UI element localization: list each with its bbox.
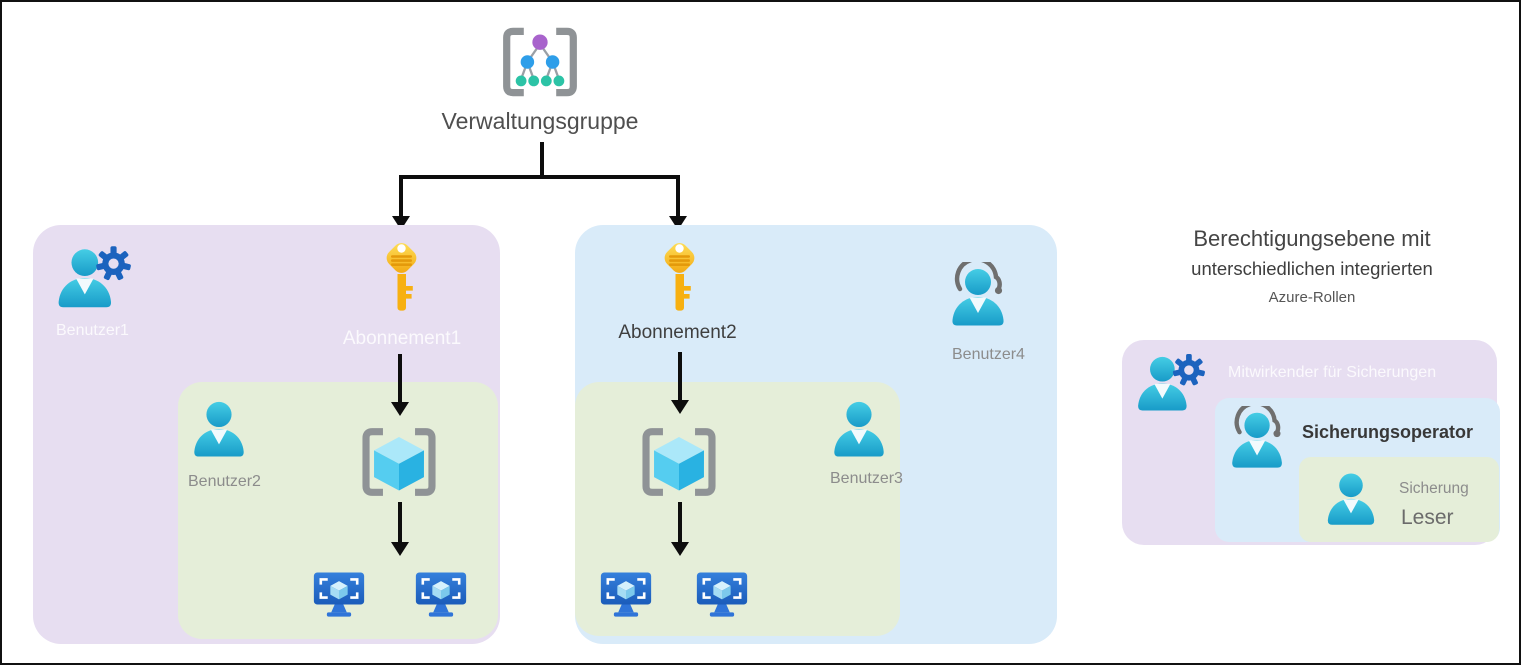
user-headset-icon — [1232, 406, 1282, 468]
user4-label: Benutzer4 — [952, 346, 1025, 363]
legend-title-line3: Azure-Rollen — [1268, 289, 1356, 306]
resource-group1-icon — [358, 426, 440, 498]
management-group-label: Verwaltungsgruppe — [441, 108, 639, 134]
vm-icon — [600, 572, 652, 617]
legend-reader-label-line2: Leser — [1401, 506, 1454, 529]
vm-icon — [313, 572, 365, 617]
vm-icon — [696, 572, 748, 617]
subscription1-key-icon — [386, 243, 417, 311]
legend-reader-label-line1: Sicherung — [1399, 480, 1469, 497]
connector-branch — [399, 175, 680, 179]
sub2-arrowhead — [671, 400, 689, 414]
rg1-arrow-line — [398, 502, 402, 544]
connector-stem — [540, 142, 544, 177]
subscription1-label: Abonnement1 — [342, 328, 462, 349]
user-gear-icon — [58, 246, 132, 308]
user-icon — [194, 401, 244, 457]
rg2-arrowhead — [671, 542, 689, 556]
user1-label: Benutzer1 — [56, 322, 129, 339]
subscription2-key-icon — [664, 243, 695, 311]
legend-title-line1: Berechtigungsebene mit — [1193, 226, 1431, 251]
legend-operator-label: Sicherungsoperator — [1302, 422, 1474, 442]
resource-group2-icon — [638, 426, 720, 498]
legend-reader-box — [1299, 457, 1499, 542]
rg1-arrowhead — [391, 542, 409, 556]
management-group-icon — [498, 26, 582, 98]
subscription2-label: Abonnement2 — [618, 322, 737, 343]
user-icon — [1327, 473, 1375, 525]
user3-label: Benutzer3 — [830, 470, 903, 487]
connector-left-drop — [399, 175, 403, 217]
legend-contributor-label: Mitwirkender für Sicherungen — [1228, 364, 1437, 381]
vm-icon — [415, 572, 467, 617]
legend-title-line2: unterschiedlichen integrierten — [1191, 258, 1433, 279]
rg2-arrow-line — [678, 502, 682, 544]
user-headset-icon — [952, 262, 1004, 326]
user-icon — [834, 401, 884, 457]
legend-title: Berechtigungsebene mit unterschiedlichen… — [1117, 226, 1507, 306]
sub2-arrow-line — [678, 352, 682, 402]
user2-label: Benutzer2 — [188, 473, 261, 490]
user-gear-icon — [1138, 354, 1206, 411]
sub1-arrow-line — [398, 354, 402, 404]
connector-right-drop — [676, 175, 680, 217]
sub1-arrowhead — [391, 402, 409, 416]
